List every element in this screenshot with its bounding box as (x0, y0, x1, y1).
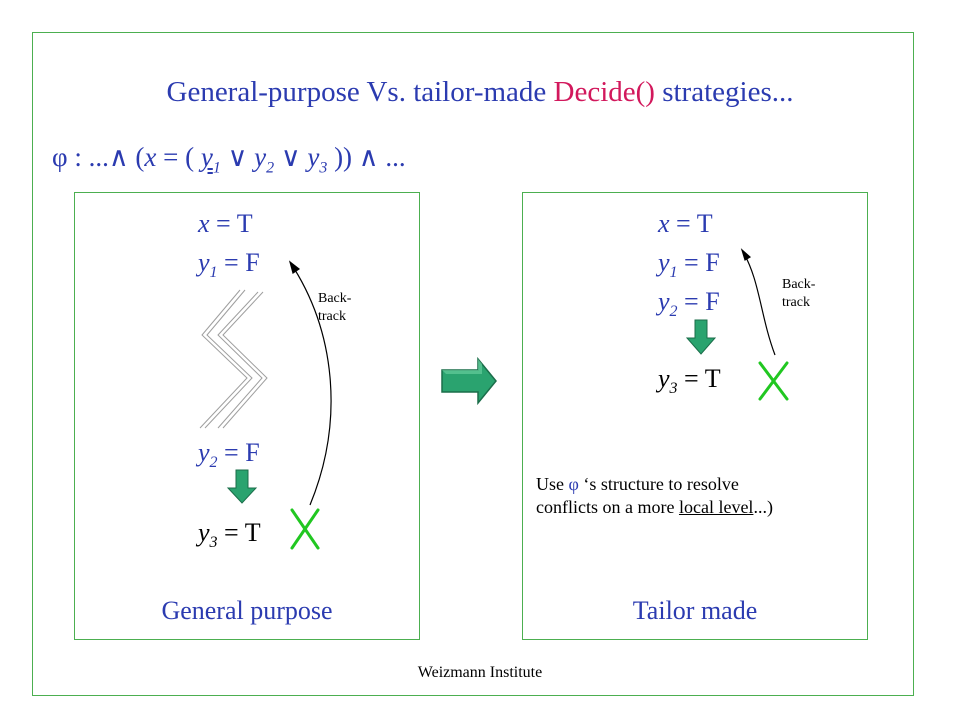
var: y (198, 248, 210, 277)
sub: 3 (669, 380, 678, 398)
sub: 2 (669, 303, 678, 321)
backtrack-line-1: Back- (318, 291, 352, 306)
title-text-3: strategies... (654, 76, 794, 108)
backtrack-line-2: track (318, 309, 346, 324)
and-symbol: ∧ (358, 142, 379, 172)
phi-symbol: φ (568, 474, 579, 494)
note-text: Use (536, 474, 569, 494)
or-symbol: ∨ (227, 142, 248, 172)
formula-eq: = ( (156, 142, 201, 172)
left-x-assign: x = T (198, 211, 253, 237)
backtrack-arrow-icon (288, 260, 332, 506)
down-arrow-icon (226, 469, 258, 504)
formula-y1: y1 (200, 142, 221, 176)
note-text: ...) (753, 497, 773, 517)
var: y (658, 287, 670, 316)
conflict-cross-icon (758, 361, 789, 401)
note-text: conflicts on a more (536, 497, 679, 517)
val: = T (677, 364, 721, 393)
note-local-level: local level (678, 497, 754, 517)
formula-y1-var: y (200, 142, 213, 172)
right-caption: Tailor made (632, 596, 758, 625)
val: = F (217, 438, 260, 467)
right-y2-assign: y2 = F (658, 289, 720, 320)
zigzag-icon (199, 289, 268, 429)
val: = F (217, 248, 260, 277)
sub: 1 (209, 264, 218, 282)
formula-x: x (144, 142, 157, 172)
title-text-1: General-purpose Vs. tailor-made (166, 76, 554, 108)
formula-open: ( (128, 142, 145, 172)
formula-dots: ... (378, 142, 406, 172)
formula-y1-sub: 1 (212, 159, 221, 177)
left-y1-assign: y1 = F (198, 250, 260, 281)
formula: φ : ...∧ (x = ( y1 ∨ y2 ∨ y3 )) ∧ ... (52, 142, 406, 177)
and-symbol: ∧ (108, 142, 129, 172)
backtrack-arrow-icon (740, 248, 776, 356)
slide-title: General-purpose Vs. tailor-made Decide()… (0, 76, 960, 109)
sub: 3 (209, 534, 218, 552)
right-note: Use φ ‘s structure to resolve conflicts … (536, 473, 856, 519)
backtrack-line-2: track (782, 295, 810, 310)
val: = F (677, 287, 720, 316)
conflict-cross-icon (290, 508, 320, 550)
title-decide: Decide() (553, 76, 655, 108)
var: x (658, 209, 670, 238)
left-backtrack-label: Back- track (318, 290, 351, 326)
val: = T (209, 209, 253, 238)
footer: Weizmann Institute (417, 664, 543, 681)
val: = T (217, 518, 261, 547)
or-symbol: ∨ (280, 142, 301, 172)
down-arrow-icon (685, 319, 717, 355)
var: y (658, 364, 670, 393)
right-y3-assign: y3 = T (658, 366, 721, 397)
left-panel (74, 192, 420, 640)
sub: 1 (669, 264, 678, 282)
right-y1-assign: y1 = F (658, 250, 720, 281)
formula-y2-sub: 2 (266, 159, 275, 177)
val: = T (669, 209, 713, 238)
right-backtrack-label: Back- track (782, 276, 815, 312)
sub: 2 (209, 454, 218, 472)
note-text: ‘s structure to resolve (578, 474, 739, 494)
right-x-assign: x = T (658, 211, 713, 237)
formula-y3-var: y (307, 142, 320, 172)
left-y3-assign: y3 = T (198, 520, 261, 551)
val: = F (677, 248, 720, 277)
var: y (658, 248, 670, 277)
formula-close: )) (327, 142, 359, 172)
slide-frame (32, 32, 914, 696)
right-panel (522, 192, 868, 640)
formula-colon: : ... (67, 142, 109, 172)
phi-symbol: φ (52, 142, 68, 172)
left-y2-assign: y2 = F (198, 440, 260, 471)
transition-arrow-icon (441, 356, 497, 406)
var: x (198, 209, 210, 238)
formula-y2-var: y (254, 142, 267, 172)
formula-y3-sub: 3 (319, 159, 328, 177)
backtrack-line-1: Back- (782, 277, 816, 292)
var: y (198, 518, 210, 547)
var: y (198, 438, 210, 467)
left-caption: General purpose (161, 596, 333, 625)
